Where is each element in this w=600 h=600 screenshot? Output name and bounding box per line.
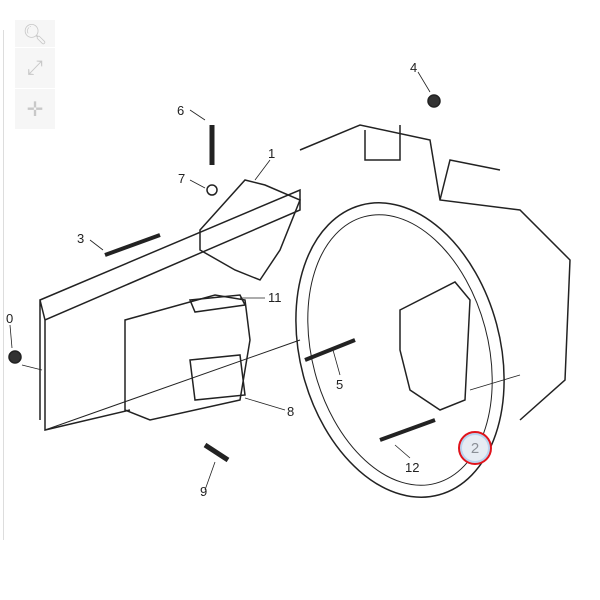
callout-6[interactable]: 6 (177, 103, 185, 118)
callout-1[interactable]: 1 (268, 146, 276, 161)
hotspot-2[interactable]: 2 (458, 431, 492, 465)
engine-mount (124, 294, 251, 421)
bolt-3 (104, 233, 161, 257)
expand-icon: ⤢ (27, 56, 43, 79)
callout-12[interactable]: 12 (405, 460, 420, 475)
viewer-border (3, 30, 4, 540)
bolt-12 (379, 418, 436, 442)
callout-5[interactable]: 5 (336, 377, 344, 392)
callout-9[interactable]: 9 (200, 484, 208, 499)
move-icon: ✛ (26, 98, 44, 121)
hotspot-label: 2 (470, 439, 480, 457)
bracket-right (399, 281, 471, 411)
flywheel-housing (295, 202, 505, 498)
pan-button[interactable]: ✛ (15, 89, 55, 130)
bracket-1 (199, 179, 301, 281)
nut-0 (8, 350, 22, 364)
callout-3[interactable]: 3 (77, 231, 85, 246)
callout-7[interactable]: 7 (178, 171, 186, 186)
callout-0[interactable]: 0 (6, 311, 14, 326)
callout-8[interactable]: 8 (287, 404, 295, 419)
fit-button[interactable]: ⤢ (15, 48, 55, 89)
washer-7 (206, 184, 218, 196)
viewer-toolbar: 🔍︎ ⤢ ✛ (15, 20, 55, 130)
bolt-9 (203, 442, 230, 463)
engine-block (299, 124, 571, 421)
search-icon: 🔍︎ (22, 24, 48, 46)
callout-4[interactable]: 4 (410, 60, 418, 75)
frame-rail (39, 188, 301, 431)
callout-11[interactable]: 11 (268, 290, 282, 305)
zoom-button[interactable]: 🔍︎ (15, 20, 55, 48)
nut-4 (427, 94, 441, 108)
bolt-5 (304, 338, 356, 362)
